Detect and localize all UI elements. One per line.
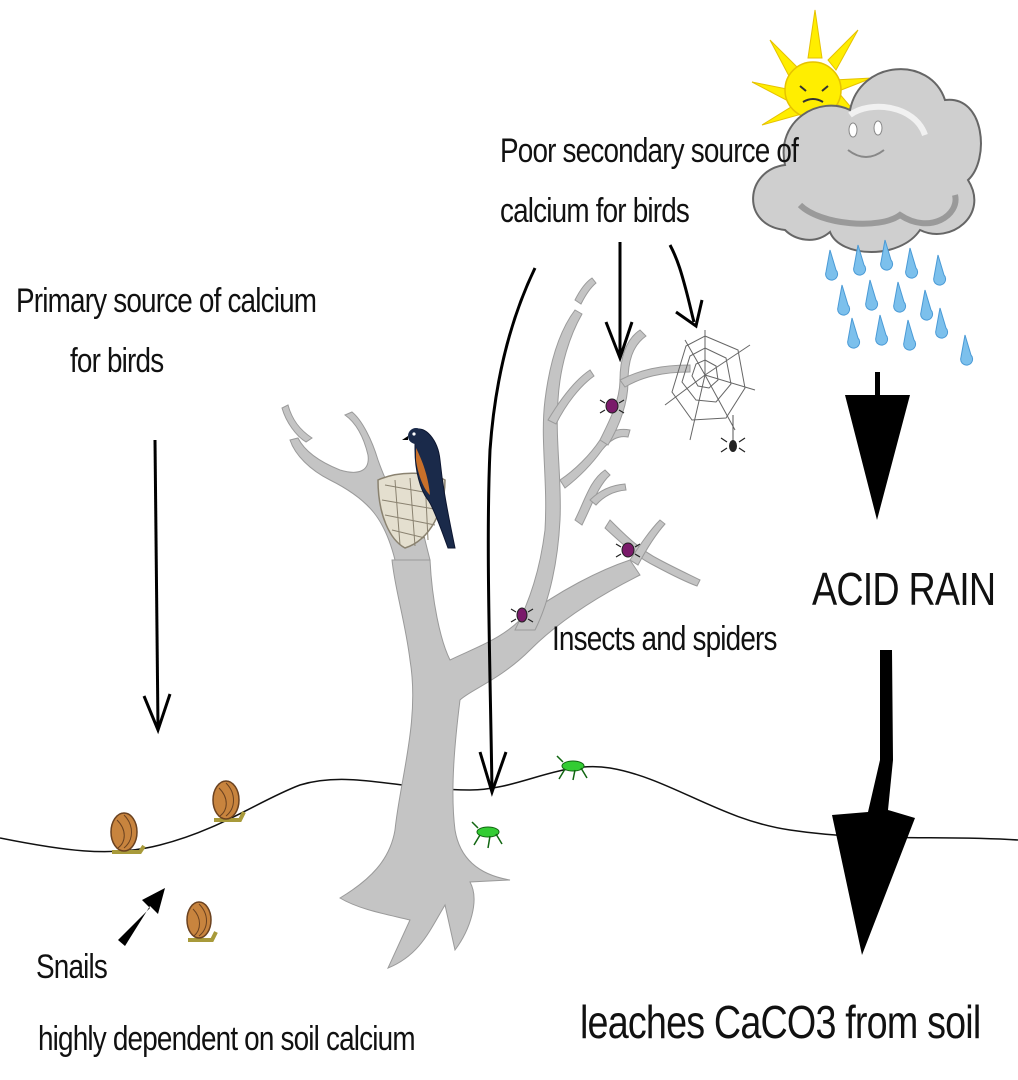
bird-icon xyxy=(402,428,456,549)
snails-label: Snails xyxy=(36,948,108,986)
rain-icon xyxy=(825,239,974,366)
snail-icon xyxy=(110,812,146,854)
secondary-source-label-line2: calcium for birds xyxy=(500,192,690,230)
insects-spiders-label: Insects and spiders xyxy=(552,620,777,658)
secondary-source-label-line1: Poor secondary source of xyxy=(500,132,799,170)
arrow-icon xyxy=(668,244,704,329)
arrow-icon xyxy=(832,650,915,955)
ground-line xyxy=(0,766,1018,853)
snail-icon xyxy=(186,901,218,942)
arrow-icon xyxy=(845,372,910,520)
grasshopper-icon xyxy=(556,755,588,781)
spider-web-icon xyxy=(664,330,756,441)
primary-source-label-line2: for birds xyxy=(70,342,164,380)
snail-icon xyxy=(212,780,246,822)
primary-source-label-line1: Primary source of calcium xyxy=(16,282,317,320)
spider-icon xyxy=(510,607,534,623)
arrow-icon xyxy=(604,242,634,363)
spider-icon xyxy=(720,415,746,453)
spider-icon xyxy=(599,398,625,414)
cloud-icon xyxy=(752,68,982,253)
sun-icon xyxy=(751,9,873,146)
arrow-icon xyxy=(142,439,172,735)
acid-rain-label: ACID RAIN xyxy=(812,563,996,615)
arrow-icon xyxy=(118,888,165,946)
grasshopper-icon xyxy=(471,821,503,849)
spider-icon xyxy=(615,542,641,558)
snails-note-label: highly dependent on soil calcium xyxy=(38,1020,416,1058)
arrow-icon xyxy=(478,267,537,797)
leaches-label: leaches CaCO3 from soil xyxy=(580,996,981,1048)
